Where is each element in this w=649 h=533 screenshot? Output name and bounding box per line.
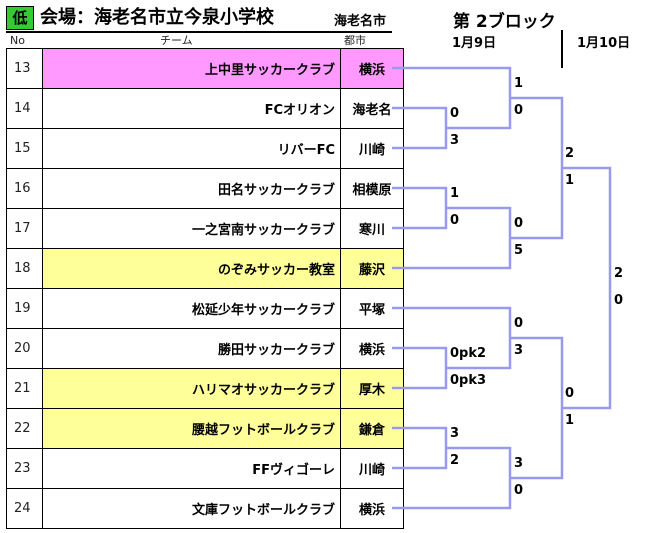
score-20-21-top: 0pk2 bbox=[450, 346, 487, 361]
team-number: 18 bbox=[6, 248, 43, 289]
team-name: FFヴィゴーレ bbox=[42, 448, 341, 489]
team-number: 22 bbox=[6, 408, 43, 449]
column-header-city: 都市 bbox=[344, 34, 366, 47]
score-final-bot: 0 bbox=[614, 293, 624, 308]
team-name: ハリマオサッカークラブ bbox=[42, 368, 341, 409]
date-divider bbox=[561, 30, 563, 68]
date-day1: 1月9日 bbox=[452, 36, 497, 51]
header-rule bbox=[6, 31, 392, 33]
score-22-23-bot: 2 bbox=[450, 453, 460, 468]
team-city: 鎌倉 bbox=[340, 408, 404, 449]
score-q2-top: 0 bbox=[565, 386, 575, 401]
bracket-final bbox=[562, 166, 612, 410]
score-22-23-top: 3 bbox=[450, 426, 460, 441]
score-16-17-bot: 0 bbox=[450, 213, 460, 228]
score-r1b-top: 0 bbox=[514, 216, 524, 231]
team-number: 13 bbox=[6, 48, 43, 89]
bracket-match-20-21 bbox=[392, 346, 448, 390]
team-name: 松延少年サッカークラブ bbox=[42, 288, 341, 329]
score-16-17-top: 1 bbox=[450, 186, 460, 201]
team-number: 17 bbox=[6, 208, 43, 249]
team-name: のぞみサッカー教室 bbox=[42, 248, 341, 289]
block-title: 第 2ブロック bbox=[453, 12, 556, 32]
team-name: リバーFC bbox=[42, 128, 341, 169]
score-q1-top: 2 bbox=[565, 146, 575, 161]
score-r1b-bot: 5 bbox=[514, 243, 524, 258]
column-header-no: No bbox=[10, 34, 25, 47]
team-number: 16 bbox=[6, 168, 43, 209]
score-r1a-top: 1 bbox=[514, 76, 524, 91]
score-r1c-bot: 3 bbox=[514, 343, 524, 358]
date-day2: 1月10日 bbox=[577, 36, 631, 51]
score-q1-bot: 1 bbox=[565, 173, 575, 188]
team-name: 田名サッカークラブ bbox=[42, 168, 341, 209]
team-city: 厚木 bbox=[340, 368, 404, 409]
team-name: 一之宮南サッカークラブ bbox=[42, 208, 341, 249]
score-14-15-bot: 3 bbox=[450, 133, 460, 148]
team-name: 腰越フットボールクラブ bbox=[42, 408, 341, 449]
venue-title: 会場：海老名市立今泉小学校 bbox=[40, 7, 274, 28]
score-20-21-bot: 0pk3 bbox=[450, 373, 487, 388]
column-header-team: チーム bbox=[160, 34, 193, 47]
bracket-match-14-15 bbox=[392, 106, 448, 150]
category-badge: 低 bbox=[6, 6, 34, 30]
bracket-match-16-17 bbox=[392, 186, 448, 230]
score-q2-bot: 1 bbox=[565, 413, 575, 428]
team-name: 上中里サッカークラブ bbox=[42, 48, 341, 89]
score-r1d-top: 3 bbox=[514, 456, 524, 471]
team-number: 15 bbox=[6, 128, 43, 169]
team-name: 文庫フットボールクラブ bbox=[42, 488, 341, 529]
score-r1c-top: 0 bbox=[514, 316, 524, 331]
bracket-match-22-23 bbox=[392, 426, 448, 470]
score-14-15-top: 0 bbox=[450, 106, 460, 121]
score-r1a-bot: 0 bbox=[514, 103, 524, 118]
score-r1d-bot: 0 bbox=[514, 483, 524, 498]
host-city: 海老名市 bbox=[334, 14, 387, 29]
score-final-top: 2 bbox=[614, 266, 624, 281]
team-city: 川崎 bbox=[340, 448, 404, 489]
team-number: 24 bbox=[6, 488, 43, 529]
team-name: 勝田サッカークラブ bbox=[42, 328, 341, 369]
